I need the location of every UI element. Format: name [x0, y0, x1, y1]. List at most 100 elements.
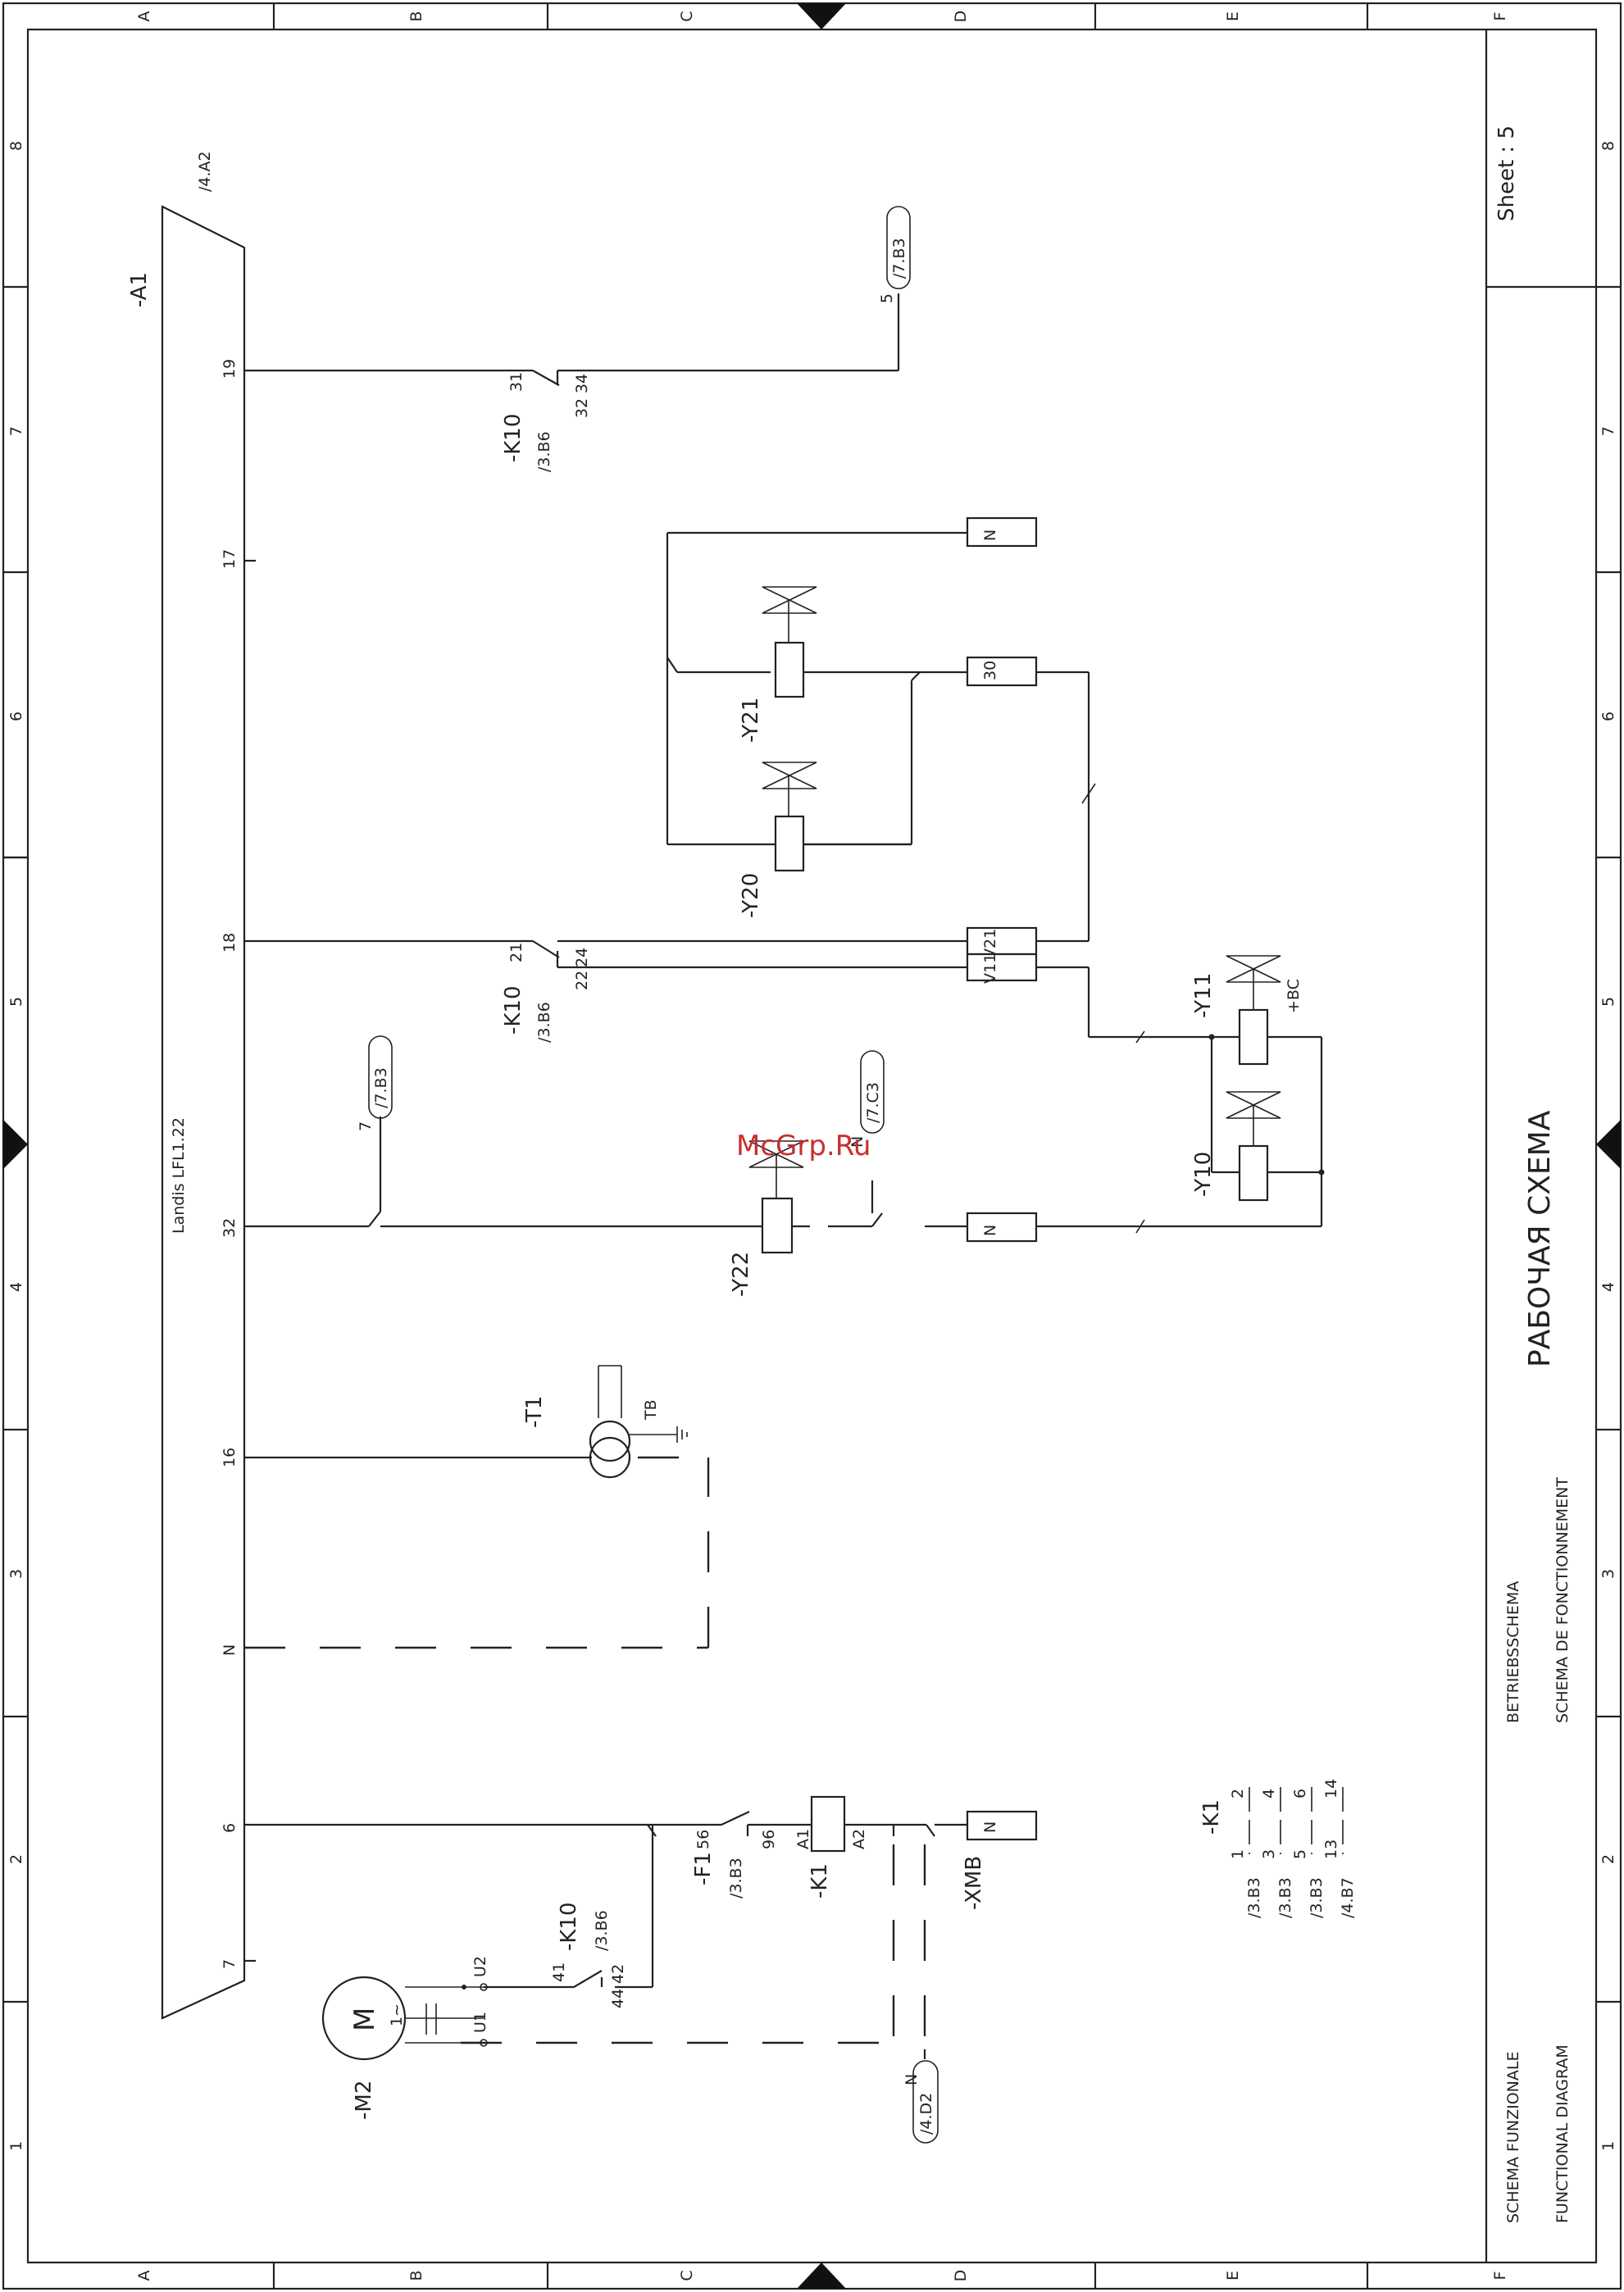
motor-tag: -M2 — [352, 2081, 376, 2120]
svg-text:1: 1 — [7, 2141, 25, 2151]
svg-text:/7.B3: /7.B3 — [890, 238, 908, 279]
svg-text:/3.B3: /3.B3 — [1308, 1877, 1326, 1918]
svg-text:F: F — [1491, 2272, 1509, 2281]
svg-text:7: 7 — [7, 426, 25, 436]
svg-text:7: 7 — [221, 1959, 239, 1969]
svg-text:32: 32 — [573, 398, 591, 418]
svg-text:-F1: -F1 — [691, 1852, 716, 1885]
svg-text:A: A — [135, 2271, 153, 2281]
svg-text:5: 5 — [1599, 997, 1617, 1007]
controller-tag: -A1 — [127, 272, 152, 307]
svg-text:4: 4 — [1260, 1789, 1278, 1799]
svg-text:/7.C3: /7.C3 — [864, 1082, 882, 1123]
svg-text:U1: U1 — [471, 2012, 489, 2033]
cross-ref-5: /7.B3 5 — [878, 206, 911, 303]
cross-ref-7: /7.B3 7 — [357, 1035, 393, 1131]
svg-text:A1: A1 — [794, 1829, 812, 1849]
svg-text:E: E — [1224, 11, 1242, 21]
svg-text:-K10: -K10 — [557, 1902, 581, 1951]
motor-m2: M 1~ -M2 U1 U2 — [321, 1956, 489, 2120]
svg-text:B: B — [407, 2270, 425, 2281]
valve-y22: -Y22 — [729, 1140, 804, 1297]
title-fr: SCHEMA DE FONCTIONNEMENT — [1553, 1477, 1572, 1723]
overload-f1: -F1 /3.B3 56 96 — [691, 1830, 778, 1899]
svg-text:D: D — [952, 11, 970, 23]
svg-text:E: E — [1224, 2271, 1242, 2281]
svg-text:U2: U2 — [471, 1956, 489, 1977]
svg-text:/3.B6: /3.B6 — [535, 431, 553, 472]
transformer-t1: -T1 TB — [522, 1365, 688, 1479]
top-border-ruler — [272, 3, 1369, 30]
svg-text:/4.B7: /4.B7 — [1339, 1877, 1357, 1918]
svg-text:3: 3 — [7, 1569, 25, 1579]
svg-text:2: 2 — [7, 1854, 25, 1864]
terminal-xmb-tag: -XMB — [962, 1856, 986, 1910]
sheet-number: Sheet : 5 — [1494, 125, 1519, 221]
controller-a1: -A1 /4.A2 Landis LFL1.22 19 17 18 32 16 … — [127, 151, 246, 2020]
valve-y10-tag: -Y10 — [1191, 1152, 1216, 1197]
svg-text:21: 21 — [507, 943, 525, 962]
svg-text:V11: V11 — [981, 953, 999, 984]
border-row-labels: 8 7 6 5 4 3 2 1 8 7 6 5 4 3 2 1 — [7, 141, 1617, 2151]
svg-text:5: 5 — [1291, 1849, 1309, 1859]
svg-text:N: N — [981, 1821, 999, 1833]
svg-text:1: 1 — [1229, 1849, 1247, 1859]
svg-text:31: 31 — [507, 372, 525, 392]
svg-text:96: 96 — [760, 1830, 778, 1849]
cross-ref-n-4d2: /4.D2 N — [903, 2060, 939, 2144]
svg-text:/3.B3: /3.B3 — [1245, 1877, 1263, 1918]
svg-text:13: 13 — [1322, 1840, 1340, 1859]
svg-text:4: 4 — [1599, 1282, 1617, 1292]
svg-text:6: 6 — [1599, 712, 1617, 721]
svg-text:-K10: -K10 — [501, 413, 525, 462]
svg-text:/3.B6: /3.B6 — [535, 1002, 553, 1043]
svg-text:/3.B3: /3.B3 — [1276, 1877, 1294, 1918]
inner-frame — [26, 28, 1598, 2264]
svg-text:24: 24 — [573, 948, 591, 967]
svg-text:N: N — [903, 2074, 921, 2085]
controller-model: Landis LFL1.22 — [170, 1117, 188, 1234]
svg-text:7: 7 — [357, 1121, 375, 1131]
svg-text:N: N — [848, 1136, 867, 1148]
svg-text:5: 5 — [7, 997, 25, 1007]
right-border-ruler — [1596, 285, 1621, 2003]
controller-ref: /4.A2 — [196, 151, 214, 192]
svg-text:8: 8 — [7, 141, 25, 151]
svg-text:/3.B6: /3.B6 — [593, 1910, 611, 1951]
svg-text:C: C — [678, 11, 696, 21]
svg-text:V21: V21 — [981, 929, 999, 959]
svg-text:5: 5 — [878, 293, 896, 303]
border-column-labels: A B C D E F A B C D E F — [135, 11, 1509, 2282]
valve-y11-tag: -Y11 — [1191, 973, 1216, 1018]
svg-text:A2: A2 — [850, 1829, 868, 1849]
svg-text:/3.B3: /3.B3 — [727, 1858, 745, 1899]
svg-text:8: 8 — [1599, 141, 1617, 151]
svg-text:A: A — [135, 11, 153, 22]
valve-y11: -Y11 +BC — [1191, 955, 1303, 1066]
svg-text:2: 2 — [1229, 1789, 1247, 1799]
valve-y22-tag: -Y22 — [729, 1252, 753, 1297]
svg-text:-K1: -K1 — [1199, 1799, 1224, 1835]
valve-y21: -Y21 — [739, 586, 817, 743]
svg-text:32: 32 — [221, 1218, 239, 1238]
svg-text:18: 18 — [221, 933, 239, 953]
relay-k10-contacts: -K10 /3.B6 31 32 34 -K10 /3.B6 21 22 24 … — [501, 372, 627, 2008]
svg-text:N: N — [981, 530, 999, 541]
svg-text:1: 1 — [1599, 2141, 1617, 2151]
svg-text:/7.B3: /7.B3 — [372, 1067, 390, 1108]
svg-text:2: 2 — [1599, 1854, 1617, 1864]
valve-y10: -Y10 — [1191, 1091, 1281, 1202]
valve-y20-tag: -Y20 — [739, 873, 763, 918]
svg-text:56: 56 — [694, 1830, 712, 1849]
svg-text:7: 7 — [1599, 426, 1617, 436]
svg-text:14: 14 — [1322, 1779, 1340, 1799]
wiring — [244, 293, 1325, 2059]
svg-text:19: 19 — [221, 359, 239, 379]
svg-text:42: 42 — [609, 1964, 627, 1984]
svg-text:6: 6 — [1291, 1789, 1309, 1799]
svg-text:-K10: -K10 — [501, 985, 525, 1035]
title-en: FUNCTIONAL DIAGRAM — [1553, 2044, 1572, 2223]
title-it: SCHEMA FUNZIONALE — [1504, 2052, 1522, 2223]
